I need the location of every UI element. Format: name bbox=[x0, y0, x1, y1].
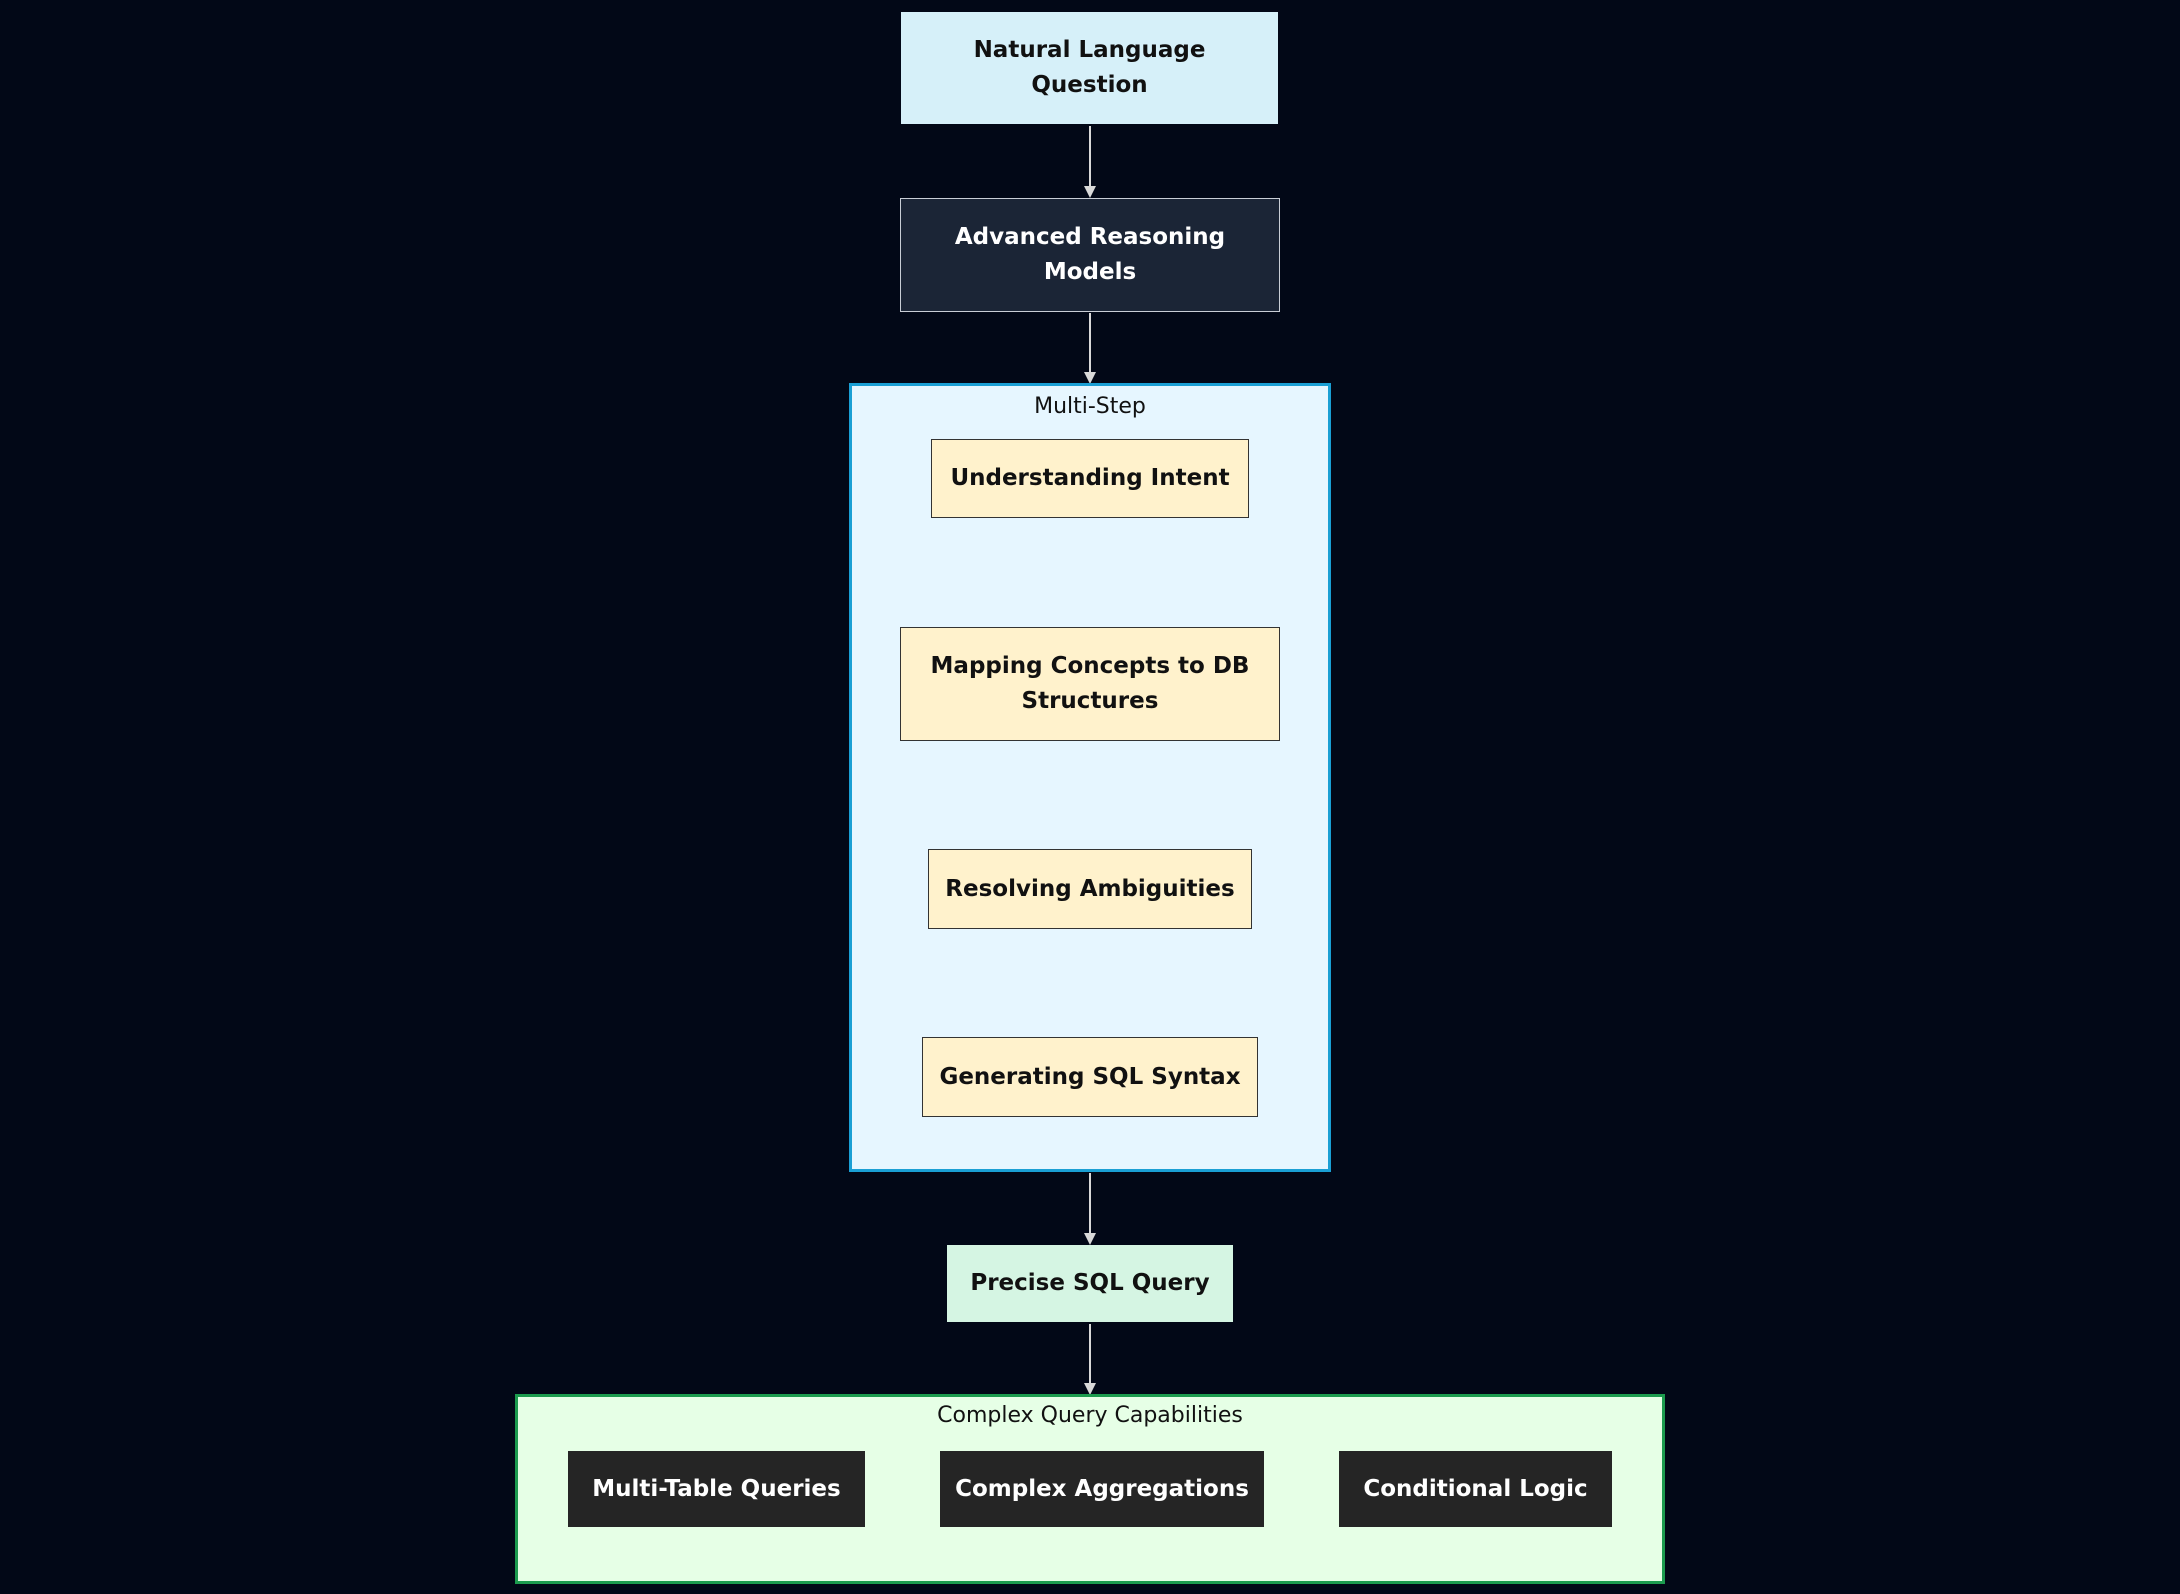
node-label: Conditional Logic bbox=[1363, 1475, 1588, 1502]
node-label: Generating SQL Syntax bbox=[939, 1063, 1241, 1090]
node-advanced-reasoning-models: Advanced Reasoning Models bbox=[900, 198, 1280, 312]
node-label: Mapping Concepts to DB Structures bbox=[930, 653, 1250, 714]
node-understanding-intent: Understanding Intent bbox=[931, 439, 1249, 518]
node-precise-sql-query: Precise SQL Query bbox=[947, 1245, 1233, 1322]
group-title: Multi-Step Reasoning Process bbox=[1034, 394, 1146, 419]
node-label: Advanced Reasoning Models bbox=[954, 224, 1226, 285]
node-label: Natural Language Question bbox=[973, 37, 1206, 98]
node-conditional-logic: Conditional Logic bbox=[1339, 1451, 1612, 1527]
group-title: Complex Query Capabilities bbox=[937, 1403, 1243, 1428]
node-label: Complex Aggregations bbox=[955, 1475, 1249, 1502]
node-resolving-ambiguities: Resolving Ambiguities bbox=[928, 849, 1252, 929]
node-complex-aggregations: Complex Aggregations bbox=[940, 1451, 1264, 1527]
node-label: Precise SQL Query bbox=[970, 1270, 1210, 1296]
node-mapping-concepts: Mapping Concepts to DB Structures bbox=[900, 627, 1280, 741]
node-label: Multi-Table Queries bbox=[592, 1475, 841, 1502]
node-label: Resolving Ambiguities bbox=[945, 875, 1235, 902]
node-generating-sql-syntax: Generating SQL Syntax bbox=[922, 1037, 1258, 1117]
node-natural-language-question: Natural Language Question bbox=[901, 12, 1278, 124]
node-multi-table-queries: Multi-Table Queries bbox=[568, 1451, 865, 1527]
node-label: Understanding Intent bbox=[950, 465, 1230, 491]
